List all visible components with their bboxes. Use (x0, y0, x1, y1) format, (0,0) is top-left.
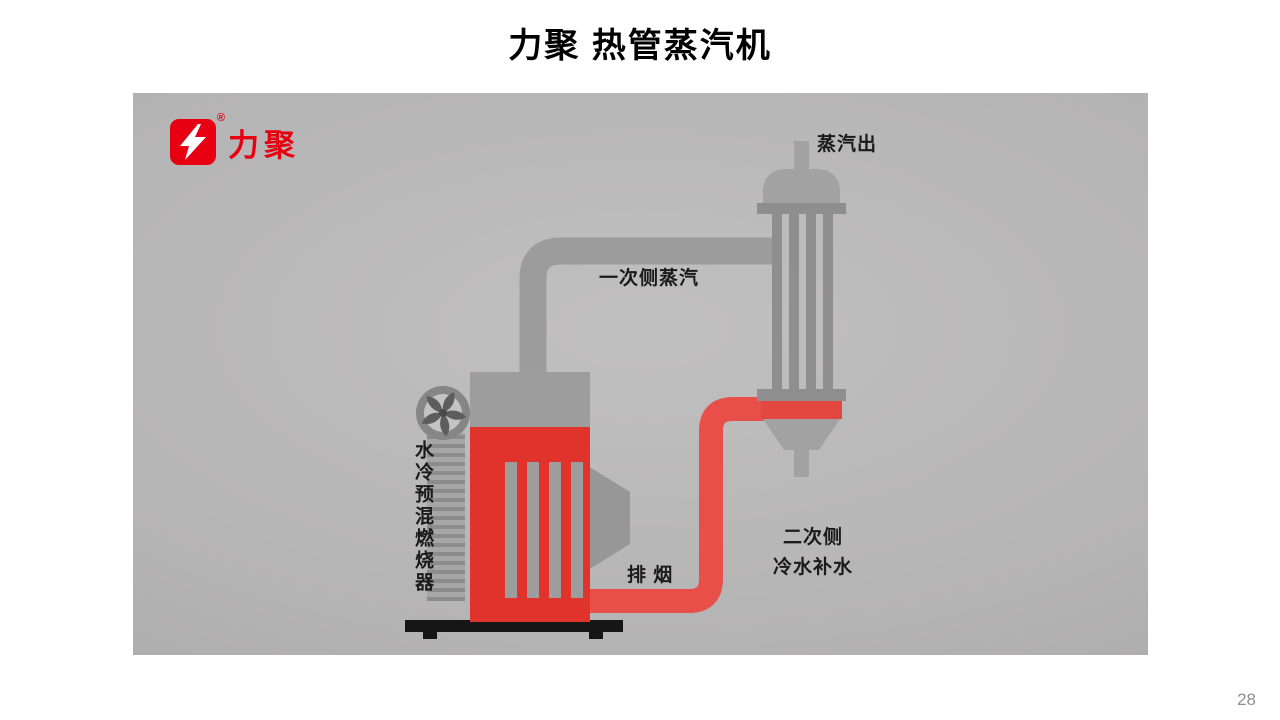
heat-pipe-tubes (772, 214, 833, 391)
heat-exchanger (757, 141, 846, 477)
label-exhaust: 排 烟 (627, 565, 674, 586)
top-header-plate (757, 203, 846, 214)
brand-name: 力聚 (228, 127, 300, 163)
registered-mark: ® (216, 112, 225, 124)
boiler-slats (505, 462, 583, 598)
brand-logo: ® 力聚 (170, 112, 300, 165)
drain-nozzle (794, 450, 809, 477)
lightning-bolt-icon (180, 124, 206, 160)
steam-machine-diagram (405, 141, 846, 639)
bottom-header-plate (757, 389, 846, 401)
exhaust-duct (588, 466, 630, 570)
primary-steam-pipe (519, 237, 777, 385)
boiler-top-section (470, 372, 590, 429)
boiler (470, 372, 590, 622)
page-number: 28 (1237, 690, 1256, 709)
exchanger-dome (763, 169, 840, 205)
label-secondary-line1: 二次侧 (782, 527, 843, 548)
label-secondary-line2: 冷水补水 (772, 557, 853, 578)
label-steam-out: 蒸汽出 (817, 134, 878, 155)
diagram-panel: ® 力聚 蒸汽出 一次侧蒸汽 水冷预混燃烧器 排 烟 二次侧 冷水补水 (133, 93, 1148, 655)
brand-logo-icon: ® (170, 112, 225, 165)
burner-duct (427, 433, 465, 601)
fan-blower-icon (416, 386, 470, 440)
page-title: 力聚 热管蒸汽机 (508, 27, 772, 65)
label-primary-steam: 一次侧蒸汽 (599, 268, 700, 289)
secondary-water-pipe (583, 397, 773, 613)
exchanger-cone (763, 419, 840, 450)
label-secondary-water: 二次侧 冷水补水 (743, 523, 883, 583)
base-frame (405, 620, 623, 639)
hot-water-band (761, 401, 842, 419)
base-foot-right (589, 632, 603, 639)
label-burner: 水冷预混燃烧器 (412, 440, 433, 594)
steam-outlet-nozzle (794, 141, 809, 171)
base-foot-left (423, 632, 437, 639)
